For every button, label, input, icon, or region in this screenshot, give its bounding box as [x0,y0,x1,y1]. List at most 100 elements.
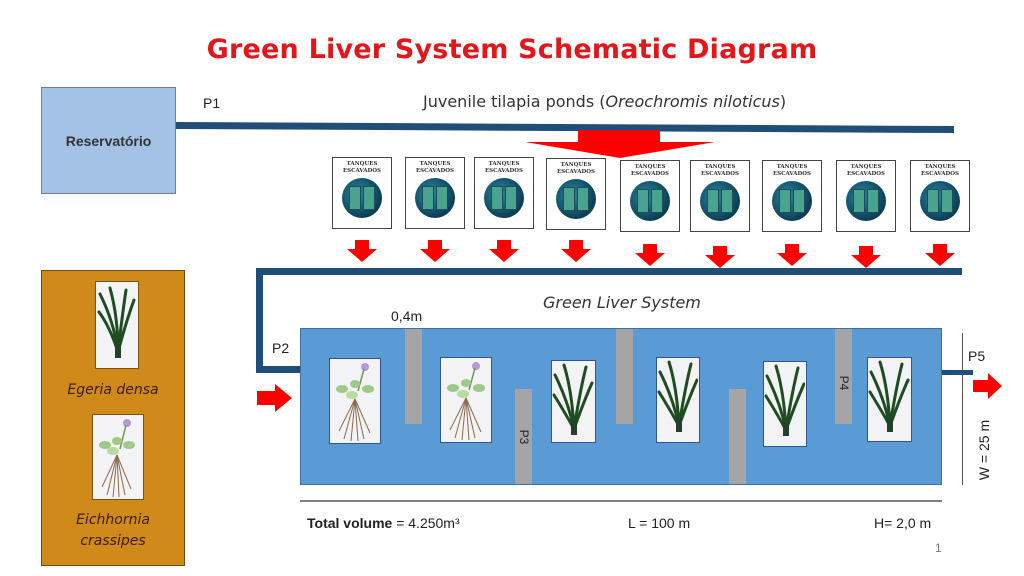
tank-title-line1: TANQUES [560,162,592,168]
down-arrow-icon [561,240,591,262]
down-arrow-icon [347,240,377,262]
tank-title-line1: TANQUES [924,164,956,170]
tank-title-line1: TANQUES [346,161,378,167]
egeria-plant-icon [657,360,699,432]
eichhornia-label: Eichhornia crassipes [41,510,185,552]
egeria-plant-icon [552,363,594,435]
down-arrow-icon [851,246,881,268]
main-flow-arrow-icon [525,130,715,158]
egeria-plant-icon [764,364,806,436]
pipe-p2-vertical [256,268,263,373]
eichhornia-plant-card [329,358,381,444]
egeria-densa-image [95,281,139,369]
tank-title-line2: ESCAVADOS [415,168,455,174]
tank-title-line2: ESCAVADOS [484,168,524,174]
ponds-species: Oreochromis niloticus [605,92,780,111]
egeria-plant-card [551,360,596,443]
width-label: W = 25 m [976,419,992,481]
pipe-p2-inlet [256,366,306,373]
height-label: H= 2,0 m [874,515,932,531]
baffle-p3 [515,389,532,484]
total-volume: Total volume = 4.250m³ [307,515,460,531]
pond-icon [342,178,382,218]
pipe-p2-top [256,268,962,275]
pipe-p2-label: P2 [272,340,290,356]
pond-icon [772,181,812,221]
tank-title-line1: TANQUES [488,161,520,167]
pond-icon [630,181,670,221]
eichhornia-label-line1: Eichhornia [76,512,150,528]
eichhornia-image [92,414,144,500]
baffle-width-label: 0,4m [391,308,423,324]
pond-icon [415,178,455,218]
total-volume-value: = 4.250m³ [392,515,460,531]
down-arrow-icon [777,244,807,266]
pipe-p5-label: P5 [968,348,986,364]
length-dimension-line [300,500,942,502]
width-dimension-line [962,333,963,485]
eichhornia-plant-card [440,357,492,443]
tank-title-line2: ESCAVADOS [846,171,886,177]
eichhornia-label-line2: crassipes [80,533,146,549]
baffle-1 [405,329,422,424]
reservoir-box: Reservatório [41,87,176,194]
egeria-plant-icon [868,360,910,432]
pipe-p1-label: P1 [203,95,221,111]
pond-icon [484,178,524,218]
tank-title-line1: TANQUES [704,164,736,170]
down-arrow-icon [705,246,735,268]
pipe-p4-label: P4 [837,375,851,391]
tank-title-line1: TANQUES [634,164,666,170]
reservoir-label: Reservatório [65,132,152,149]
ponds-label-suffix: ) [779,92,787,111]
gls-label: Green Liver System [543,293,701,312]
down-arrow-icon [635,244,665,266]
tank-title-line1: TANQUES [776,164,808,170]
outflow-arrow-icon [973,373,1002,399]
length-label: L = 100 m [628,515,691,531]
egeria-plant-icon [97,286,136,358]
baffle-p4 [835,329,852,424]
pond-icon [846,181,886,221]
eichhornia-plant-icon [99,419,135,498]
down-arrow-icon [925,244,955,266]
baffle-2 [616,329,633,424]
egeria-plant-card [763,361,807,447]
pond-icon [920,181,960,221]
egeria-plant-card [656,357,700,443]
pond-icon [700,181,740,221]
tank-title-line2: ESCAVADOS [630,171,670,177]
egeria-plant-card [867,357,912,442]
tank-title-line1: TANQUES [850,164,882,170]
down-arrow-icon [420,240,450,262]
inflow-arrow-icon [257,384,292,412]
down-arrow-icon [489,240,519,262]
diagram-title: Green Liver System Schematic Diagram [206,34,818,65]
ponds-label: Juvenile tilapia ponds (Oreochromis nilo… [423,92,786,111]
tank-title-line2: ESCAVADOS [700,171,740,177]
eichhornia-plant-icon [447,362,485,441]
page-number: 1 [935,541,942,555]
tank-title-line1: TANQUES [419,161,451,167]
egeria-densa-label: Egeria densa [67,382,159,398]
ponds-label-prefix: Juvenile tilapia ponds ( [423,92,606,111]
pipe-p3-label: P3 [517,429,531,445]
pond-icon [556,179,596,219]
